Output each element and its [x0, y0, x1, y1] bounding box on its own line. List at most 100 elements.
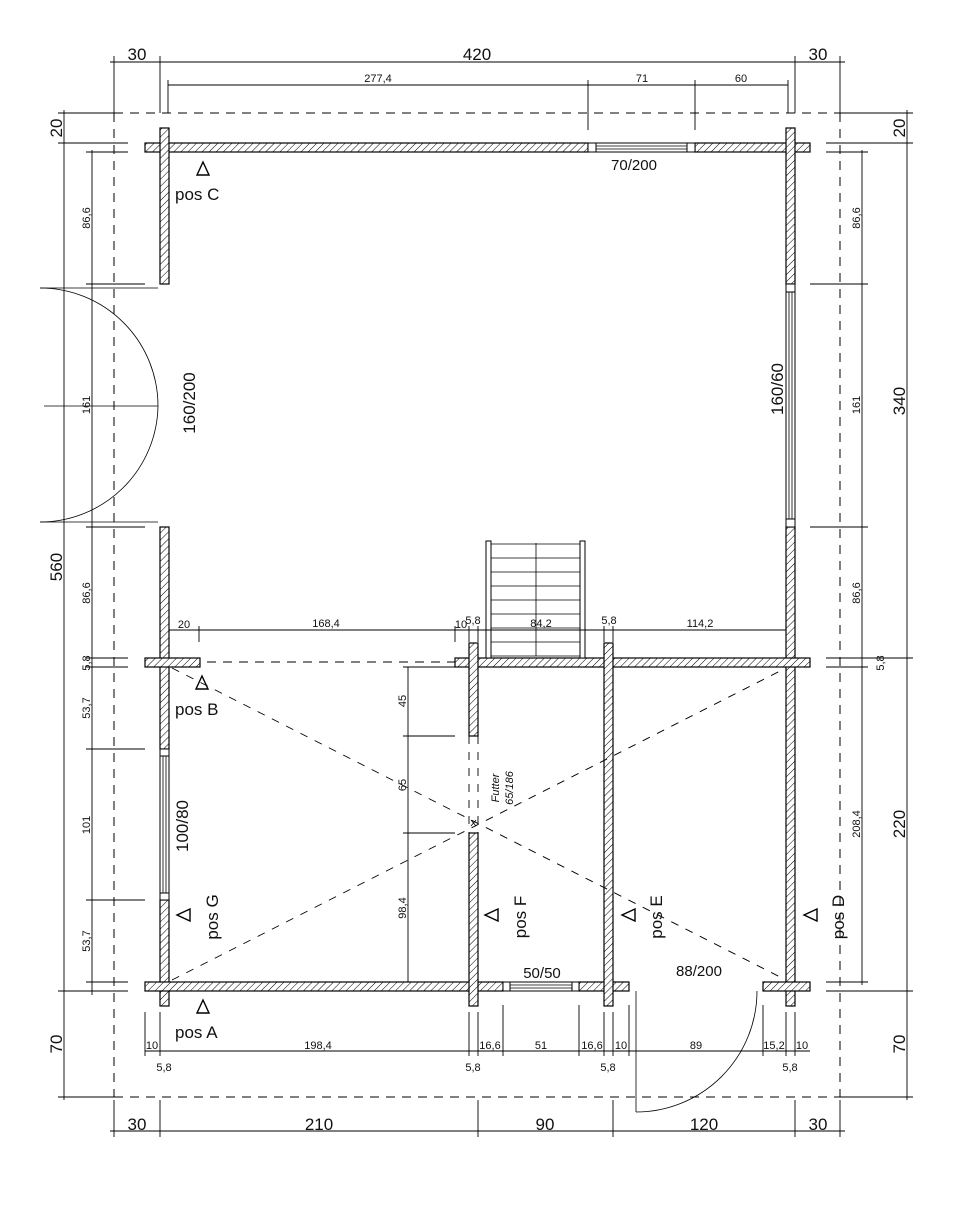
dim-left-outer-top: 20	[47, 119, 66, 138]
wall-top-left	[144, 142, 589, 153]
triangle-marker-c	[195, 160, 211, 176]
dim-right-inner-1: 86,6	[851, 207, 863, 228]
wall-right-lower	[785, 526, 796, 1007]
bottom-dimensions-text: 30 210 90 120 30 10 198,4 16,6 51 16,6 1…	[128, 1040, 828, 1134]
dim-middle-6: 5,8	[601, 615, 616, 627]
wall-left-upper	[159, 127, 170, 285]
dim-left-inner-7: 53,7	[81, 930, 93, 951]
dim-left-outer-bottom: 70	[47, 1035, 66, 1054]
wall-middle	[454, 657, 811, 668]
wall-inner-f-upper	[468, 642, 479, 737]
dim-left-inner-5: 53,7	[81, 697, 93, 718]
dim-bottom-inner-2: 198,4	[304, 1040, 332, 1052]
dim-bottom-overall-4: 120	[690, 1115, 718, 1134]
dim-top-overall-left: 30	[128, 45, 147, 64]
label-left-door: 160/200	[180, 372, 199, 433]
dim-middle-2: 168,4	[312, 618, 340, 630]
wall-bottom-left	[144, 981, 504, 992]
position-labels: pos C pos B pos A pos G pos F pos E pos …	[175, 185, 848, 1042]
dim-left-inner-4: 5,8	[81, 655, 93, 670]
dim-bottom-post-1: 5,8	[156, 1062, 171, 1074]
dim-bottom-post-3: 5,8	[600, 1062, 615, 1074]
roof-outline	[113, 112, 841, 1098]
openings	[159, 142, 796, 992]
dim-left-inner-1: 86,6	[81, 207, 93, 228]
wall-inner-e	[603, 642, 614, 1007]
dim-bottom-overall-2: 210	[305, 1115, 333, 1134]
top-dimensions-text: 30 420 30 277,4 71 60	[128, 45, 828, 85]
triangle-marker-g	[175, 907, 191, 923]
left-door-swing	[39, 287, 159, 523]
label-pos-b: pos B	[175, 700, 218, 719]
dim-top-upper-left: 277,4	[364, 73, 392, 85]
left-dimensions-text: 20 560 70 86,6 161 86,6 5,8 53,7 101 53,…	[47, 119, 93, 1054]
right-dimensions-text: 20 340 220 70 86,6 161 86,6 5,8 208,4	[851, 119, 909, 1054]
dim-middle-5: 84,2	[530, 618, 551, 630]
label-futter-line2: 65/186	[504, 770, 516, 805]
diagonal-lines	[171, 667, 787, 981]
dim-right-outer-mid: 340	[890, 387, 909, 415]
wall-left-middle	[159, 526, 170, 750]
dim-top-upper-mid: 71	[636, 73, 648, 85]
label-bottom-window: 50/50	[523, 965, 561, 982]
triangle-marker-d	[802, 907, 818, 923]
wall-bottom-right	[762, 981, 811, 992]
label-pos-e: pos E	[647, 895, 666, 938]
middle-dimensions-text: 20 168,4 10 5,8 84,2 5,8 114,2 45 65 98,…	[178, 615, 713, 919]
opening-labels: 70/200 160/200 160/60 100/80 50/50 88/20…	[173, 157, 787, 982]
dim-middle-vert-3: 98,4	[397, 897, 409, 918]
dim-bottom-inner-7: 89	[690, 1040, 702, 1052]
label-pos-g: pos G	[203, 894, 222, 939]
dim-bottom-post-4: 5,8	[782, 1062, 797, 1074]
wall-middle-left-stub	[144, 657, 201, 668]
dim-left-inner-3: 86,6	[81, 582, 93, 603]
dim-middle-4: 5,8	[465, 615, 480, 627]
dim-bottom-overall-1: 30	[128, 1115, 147, 1134]
triangle-marker-f	[483, 907, 499, 923]
bottom-door-swing	[635, 990, 758, 1113]
dim-bottom-inner-4: 51	[535, 1040, 547, 1052]
wall-right-upper	[785, 127, 796, 285]
wall-inner-f-lower	[468, 832, 479, 1007]
dim-top-upper-right: 60	[735, 73, 747, 85]
dim-middle-vert-2: 65	[397, 779, 409, 791]
dim-top-overall-main: 420	[463, 45, 491, 64]
dim-bottom-inner-9: 10	[796, 1040, 808, 1052]
triangle-marker-e	[620, 907, 636, 923]
triangle-marker-b	[194, 674, 210, 690]
dim-bottom-post-2: 5,8	[465, 1062, 480, 1074]
dimension-lines	[58, 56, 913, 1137]
dim-bottom-overall-3: 90	[536, 1115, 555, 1134]
dim-bottom-overall-5: 30	[809, 1115, 828, 1134]
dim-right-outer-lower: 220	[890, 810, 909, 838]
stairs	[485, 540, 586, 659]
label-pos-f: pos F	[511, 896, 530, 939]
dim-right-outer-bottom: 70	[890, 1035, 909, 1054]
walls	[144, 127, 811, 1007]
label-pos-a: pos A	[175, 1023, 218, 1042]
label-top-window: 70/200	[611, 157, 657, 174]
label-futter-line1: Futter	[490, 772, 502, 802]
dim-bottom-inner-3: 16,6	[479, 1040, 500, 1052]
dim-right-inner-4: 5,8	[875, 655, 887, 670]
dim-left-inner-2: 161	[81, 396, 93, 414]
dim-middle-vert-1: 45	[397, 695, 409, 707]
dim-bottom-inner-5: 16,6	[581, 1040, 602, 1052]
dim-bottom-inner-6: 10	[615, 1040, 627, 1052]
dim-middle-1: 20	[178, 619, 190, 631]
label-right-window: 160/60	[768, 363, 787, 415]
dim-right-inner-5: 208,4	[851, 810, 863, 838]
dim-right-inner-2: 161	[851, 396, 863, 414]
dim-middle-7: 114,2	[687, 618, 714, 630]
label-bottom-door: 88/200	[676, 963, 722, 980]
dim-right-inner-3: 86,6	[851, 582, 863, 603]
dim-top-overall-right: 30	[809, 45, 828, 64]
label-pos-c: pos C	[175, 185, 219, 204]
dim-left-inner-6: 101	[81, 816, 93, 834]
label-pos-d: pos D	[829, 895, 848, 939]
dim-right-outer-top: 20	[890, 119, 909, 138]
position-markers	[175, 160, 818, 1014]
dim-left-outer-main: 560	[47, 553, 66, 581]
dim-middle-3: 10	[455, 619, 467, 631]
